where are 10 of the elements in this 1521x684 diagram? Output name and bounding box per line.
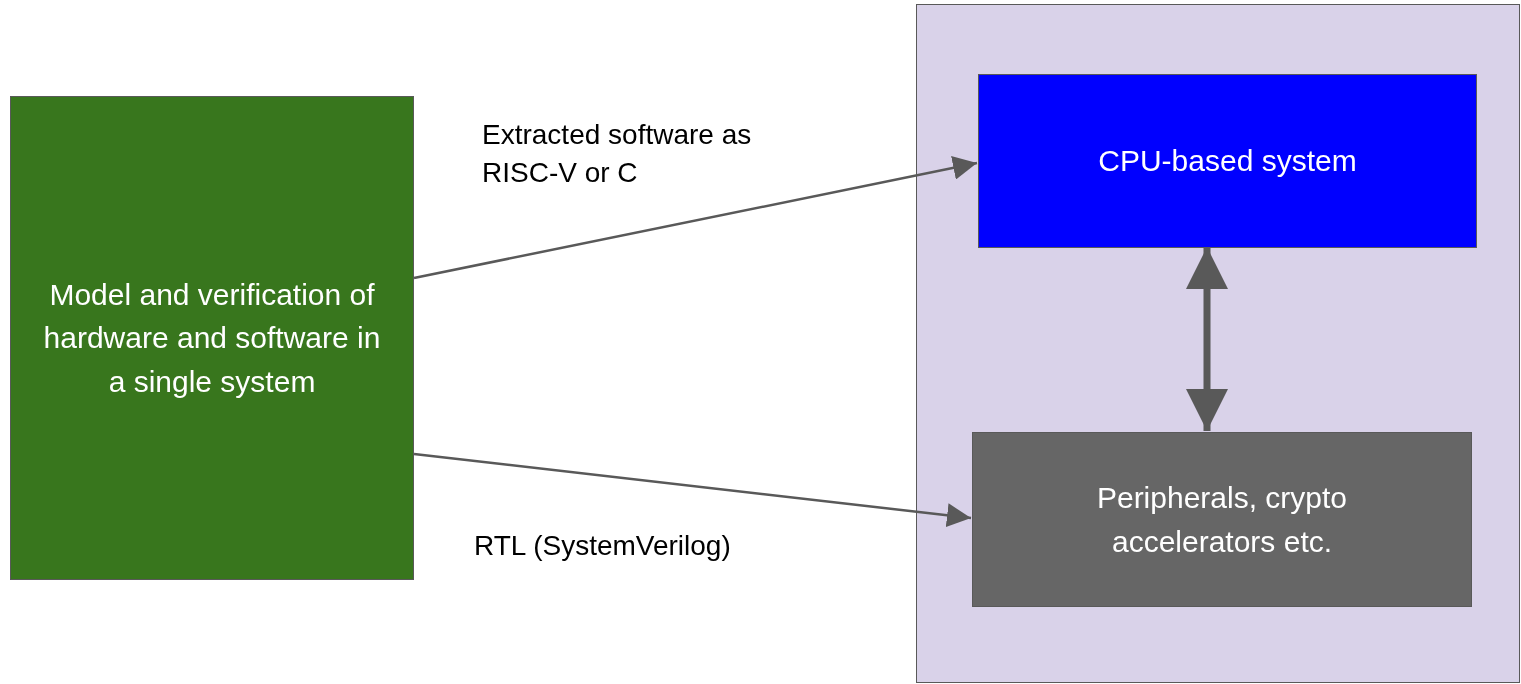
arrow	[413, 156, 978, 280]
peripherals-box	[972, 432, 1472, 607]
node-label: CPU-based system	[1098, 143, 1357, 180]
system-panel	[916, 4, 1520, 683]
arrow	[413, 452, 972, 528]
node-label: Peripherals, crypto accelerators etc.	[1095, 480, 1349, 560]
process-box	[10, 96, 414, 580]
cpu-box	[978, 74, 1477, 248]
arrow	[1186, 247, 1228, 431]
node-label: Model and verification of hardware and software in a single system	[42, 276, 382, 400]
